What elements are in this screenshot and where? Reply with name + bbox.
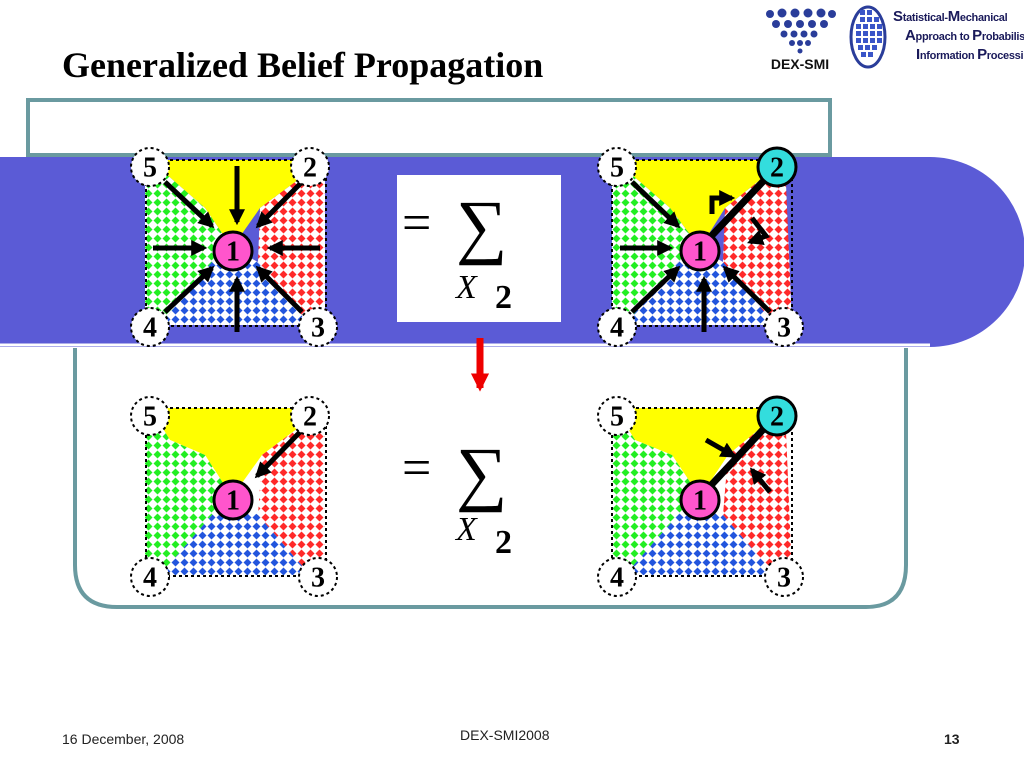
node-5 (130, 147, 170, 187)
node-label: 3 (311, 313, 325, 344)
node-2-highlighted (756, 395, 798, 437)
sum-sub-bottom: 2 (495, 524, 512, 561)
node-3 (764, 307, 804, 347)
node-label: 3 (777, 313, 791, 344)
node-5 (597, 147, 637, 187)
diagram-top-left (145, 159, 327, 332)
node-3 (298, 307, 338, 347)
sum-var-top: X (454, 269, 478, 306)
node-label: 4 (143, 313, 157, 344)
node-label: 1 (226, 486, 240, 517)
dex-smi-logo-text: DEX-SMI (770, 56, 830, 72)
smapip-line-3: Information Processing (916, 46, 1024, 63)
sum-symbol-bottom: ∑ (456, 433, 507, 513)
node-label: 5 (610, 402, 624, 433)
smapip-line-2: Approach to Probabilistic (905, 27, 1024, 44)
node-label: 5 (610, 153, 624, 184)
equation-box-top (397, 175, 561, 322)
sum-symbol-top: ∑ (456, 186, 507, 266)
node-label: 2 (770, 402, 784, 433)
node-4 (597, 307, 637, 347)
slide-title: Generalized Belief Propagation (62, 45, 544, 85)
node-1 (679, 230, 721, 272)
node-label: 2 (303, 153, 317, 184)
dex-smi-logo-icon (766, 8, 836, 54)
node-label: 5 (143, 402, 157, 433)
node-label: 4 (143, 563, 157, 594)
node-label: 2 (770, 153, 784, 184)
diagram-top-right (611, 159, 793, 332)
node-4 (597, 557, 637, 597)
equals-sign-bottom: = (402, 440, 431, 497)
node-1 (679, 479, 721, 521)
node-label: 1 (226, 237, 240, 268)
smapip-logo-icon (849, 5, 887, 69)
node-4 (130, 307, 170, 347)
node-5 (597, 396, 637, 436)
node-label: 2 (303, 402, 317, 433)
footer-conference: DEX-SMI2008 (460, 727, 550, 743)
node-label: 4 (610, 563, 624, 594)
node-1 (212, 230, 254, 272)
sum-var-bottom: X (454, 511, 478, 548)
node-1 (212, 479, 254, 521)
bottom-frame (73, 348, 908, 609)
footer-date: 16 December, 2008 (62, 731, 185, 747)
node-label: 4 (610, 313, 624, 344)
node-label: 3 (777, 563, 791, 594)
smapip-line-1: Statistical-Mechanical (893, 8, 1008, 25)
node-label: 1 (693, 486, 707, 517)
diagram-bottom-right (611, 407, 793, 577)
node-4 (130, 557, 170, 597)
sum-sub-top: 2 (495, 279, 512, 316)
diagram-bottom-left (145, 407, 327, 577)
node-2 (290, 396, 330, 436)
node-3 (764, 557, 804, 597)
node-label: 5 (143, 153, 157, 184)
node-2-highlighted (756, 146, 798, 188)
page-number: 13 (944, 731, 960, 747)
node-2 (290, 147, 330, 187)
top-frame (26, 98, 832, 157)
node-3 (298, 557, 338, 597)
equals-sign-top: = (402, 195, 431, 252)
node-5 (130, 396, 170, 436)
node-label: 1 (693, 237, 707, 268)
node-label: 3 (311, 563, 325, 594)
